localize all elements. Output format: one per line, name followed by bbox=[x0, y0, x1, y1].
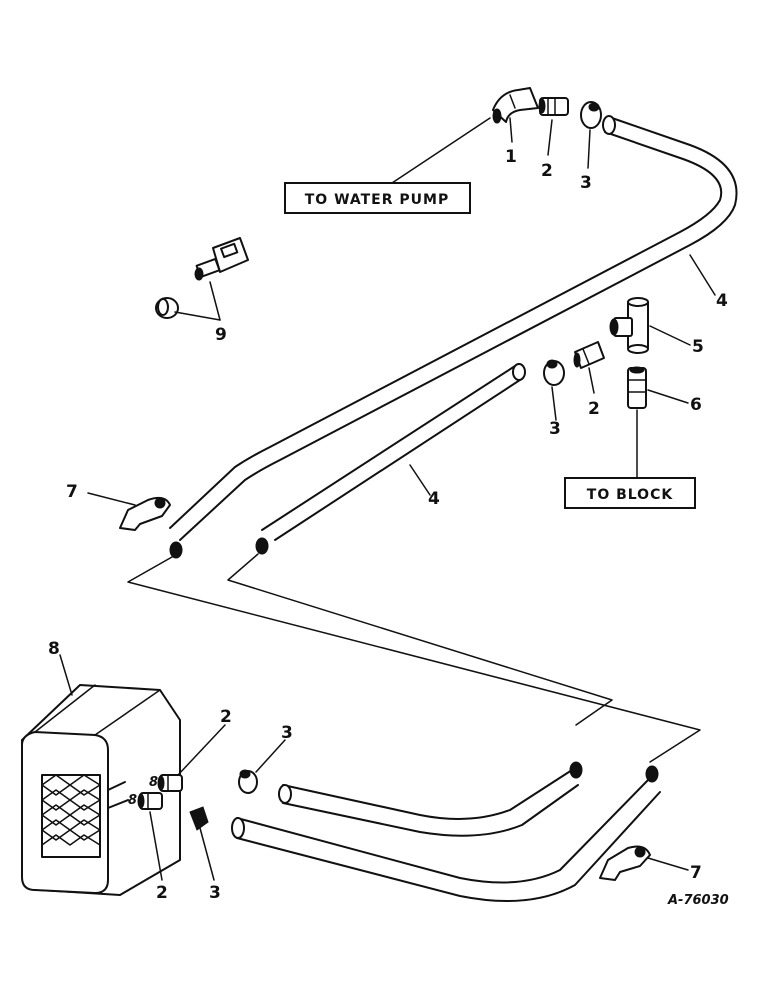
callout-3-mid: 3 bbox=[549, 419, 561, 439]
svg-text:8: 8 bbox=[128, 793, 137, 808]
callout-2-top: 2 bbox=[541, 161, 553, 181]
clamp-top bbox=[580, 101, 602, 129]
to-water-pump-text: TO WATER PUMP bbox=[305, 192, 449, 208]
callout-3-heater-upper: 3 bbox=[281, 723, 293, 743]
callout-9: 9 bbox=[215, 325, 227, 345]
leader-lines bbox=[59, 117, 716, 881]
callout-8: 8 bbox=[48, 639, 60, 659]
nipple-top bbox=[538, 97, 569, 116]
callout-4-lower: 4 bbox=[428, 489, 440, 509]
callout-1: 1 bbox=[505, 147, 517, 167]
callout-3-heater-lower: 3 bbox=[209, 883, 221, 903]
heater-clamp-upper bbox=[238, 769, 258, 794]
short-hose bbox=[255, 363, 526, 555]
to-block-text: TO BLOCK bbox=[587, 487, 674, 503]
tee-fitting bbox=[609, 297, 649, 354]
to-block-label: TO BLOCK bbox=[564, 477, 696, 509]
bracket-left bbox=[119, 496, 171, 531]
bracket-right bbox=[599, 845, 651, 881]
heater-hoses bbox=[231, 761, 661, 903]
callout-2-heater-upper: 2 bbox=[220, 707, 232, 727]
heater-core bbox=[21, 684, 181, 896]
svg-text:8: 8 bbox=[149, 775, 158, 790]
nipple-vertical bbox=[627, 366, 647, 409]
callout-6: 6 bbox=[690, 395, 702, 415]
callout-7-left: 7 bbox=[66, 482, 78, 502]
nipple-mid bbox=[573, 341, 605, 369]
callout-3-top: 3 bbox=[580, 173, 592, 193]
callout-5: 5 bbox=[692, 337, 704, 357]
upper-hose bbox=[169, 115, 738, 559]
clamp-mid bbox=[543, 359, 565, 386]
drawing-number: A-76030 bbox=[667, 893, 729, 908]
to-water-pump-label: TO WATER PUMP bbox=[284, 182, 471, 214]
heater-clamp-lower bbox=[189, 806, 209, 831]
callout-7-right: 7 bbox=[690, 863, 702, 883]
routing-lines bbox=[127, 553, 701, 763]
switch-assembly bbox=[155, 237, 249, 319]
callout-4-upper: 4 bbox=[716, 291, 728, 311]
callout-2-mid: 2 bbox=[588, 399, 600, 419]
elbow-fitting bbox=[492, 87, 539, 124]
callout-numbers: 1 2 3 4 5 6 2 3 4 9 7 8 2 3 2 3 7 bbox=[48, 147, 728, 903]
callout-2-heater-lower: 2 bbox=[156, 883, 168, 903]
heater-nipple-upper: 8 bbox=[149, 774, 183, 792]
heater-nipple-lower: 8 bbox=[128, 792, 163, 810]
